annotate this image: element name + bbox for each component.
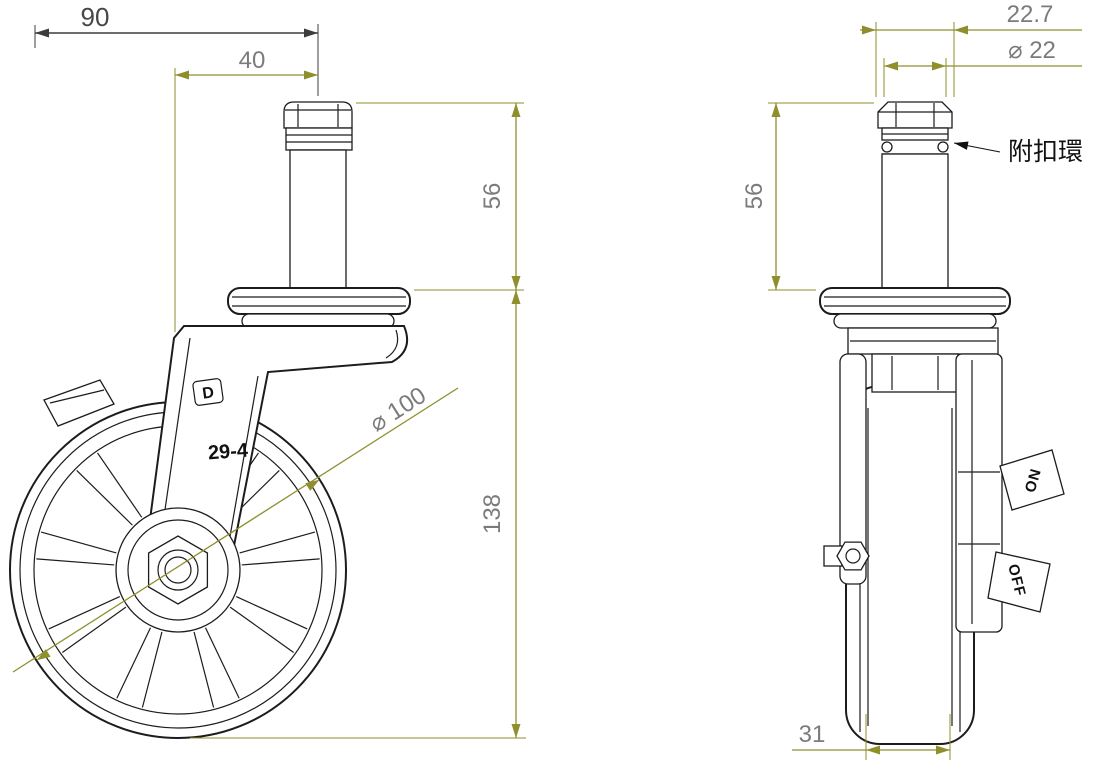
dim-stem-length-front: 56 [356,102,524,291]
dim-cap-width-value: 22.7 [1007,1,1054,28]
brand-logo: D [192,378,224,406]
dim-stem-offset-value: 40 [239,47,266,74]
brake-pedal-off: OFF [987,551,1051,613]
retaining-ring-left [881,141,893,153]
dim-stem-diameter: ⌀ 22 [883,37,1082,97]
dim-stem-diameter-value: ⌀ 22 [1008,37,1056,64]
dim-overall-width: 90 [34,2,319,96]
dim-stem-length-side-value: 56 [741,183,768,210]
dim-overall-height-value: 138 [479,494,506,534]
dim-tread-width: 31 [792,714,951,760]
dim-stem-offset: 40 [174,47,318,332]
dim-overall-height: 138 [190,290,526,739]
axle-hex-nut [836,541,870,571]
front-mount-plate [227,287,411,329]
dim-tread-width-value: 31 [799,721,826,748]
side-stem [877,101,953,291]
front-hub [115,507,241,633]
brand-logo-letter: D [201,384,215,402]
side-swivel-housing [847,327,999,393]
front-brake-lever [43,379,115,427]
side-brake-bracket [955,353,1003,633]
dim-overall-width-value: 90 [81,2,110,32]
front-stem [283,101,353,291]
dim-cap-width: 22.7 [860,1,1082,97]
brake-pedal-on: ON [999,449,1065,511]
dim-stem-length-side: 56 [741,102,874,291]
side-fork-arm [823,353,870,585]
retaining-ring-right [937,141,949,153]
dim-wheel-diameter-value: ⌀ 100 [365,382,431,438]
model-label: 29-4 [207,440,249,465]
front-view: D 29-4 90 40 [9,2,526,739]
side-mount-plate [819,287,1011,329]
retaining-ring-note: 附扣環 [953,138,1083,166]
side-view: ON OFF 附扣環 22.7 ⌀ 22 [741,1,1083,760]
dim-stem-length-front-value: 56 [479,183,506,210]
retaining-ring-note-text: 附扣環 [1008,138,1083,166]
brake-on-label: ON [1022,466,1045,494]
